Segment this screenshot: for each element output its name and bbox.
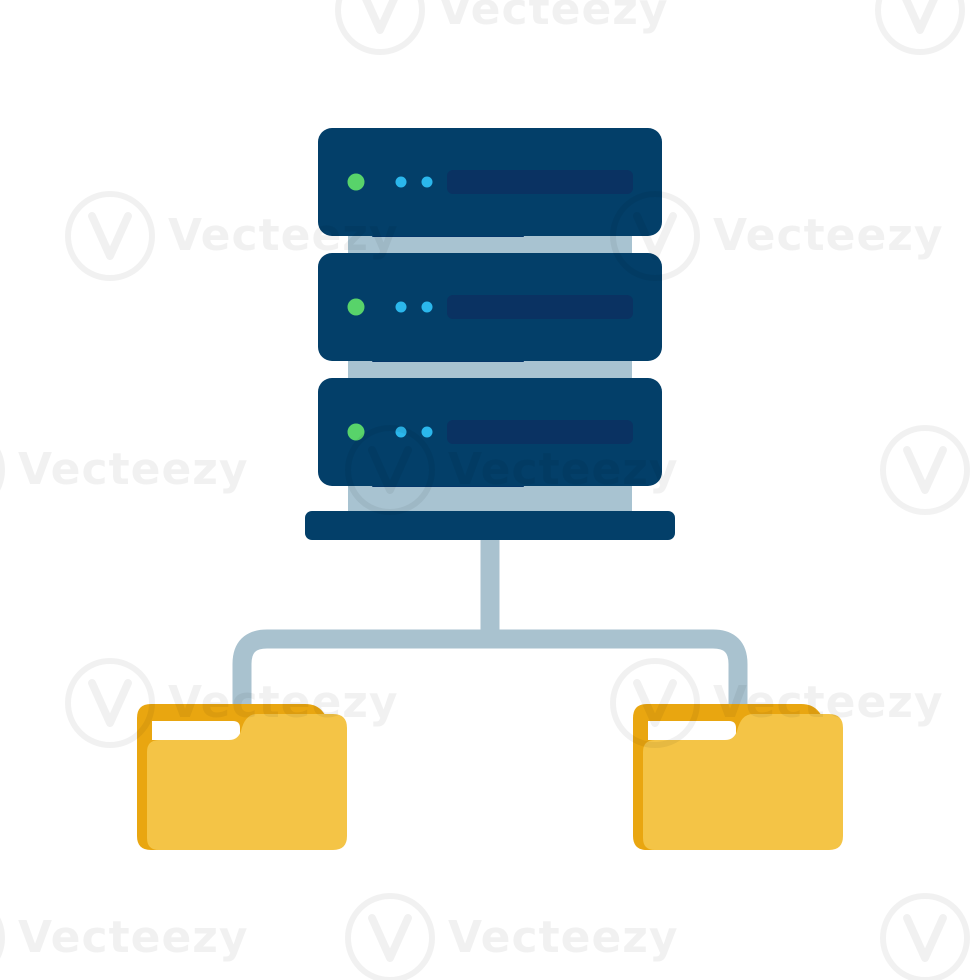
folders-group bbox=[137, 704, 843, 850]
network-connector-icon bbox=[232, 540, 748, 708]
watermark-logo-ring bbox=[65, 191, 155, 281]
watermark-text: Vecteezy bbox=[713, 677, 944, 728]
watermark-text: Vecteezy bbox=[18, 444, 249, 495]
watermark-text: Vecteezy bbox=[448, 444, 679, 495]
folder-icon bbox=[137, 704, 347, 850]
watermark-mark: Vecteezy bbox=[65, 191, 399, 281]
folder-paper bbox=[152, 721, 240, 740]
drive-slot bbox=[447, 420, 633, 444]
watermark-logo-v bbox=[368, 446, 412, 494]
power-led bbox=[347, 173, 365, 191]
watermark-logo-ring bbox=[345, 425, 435, 515]
watermark-mark: Vecteezy bbox=[345, 893, 679, 980]
server-unit-2 bbox=[318, 253, 662, 362]
power-led bbox=[347, 298, 365, 316]
watermark-logo-ring bbox=[335, 0, 425, 55]
watermark-logo-ring bbox=[345, 893, 435, 980]
watermark-logo-v bbox=[88, 679, 132, 727]
watermark-logo-v bbox=[368, 914, 412, 962]
watermark-logo-ring bbox=[65, 658, 155, 748]
watermark-mark: Vecteezy bbox=[0, 444, 249, 495]
watermark-mark: Vecteezy bbox=[345, 425, 679, 515]
watermark-logo-ring bbox=[880, 425, 970, 515]
folder-front bbox=[147, 714, 347, 850]
connector-branch bbox=[232, 629, 748, 708]
watermark-logo-v bbox=[903, 914, 947, 962]
watermark-logo-v bbox=[362, 0, 398, 34]
watermark-text: Vecteezy bbox=[438, 0, 669, 35]
watermark-logo-ring bbox=[875, 0, 965, 55]
watermark-logo-ring bbox=[610, 658, 700, 748]
watermark-logo-v bbox=[88, 212, 132, 260]
power-led bbox=[347, 423, 365, 441]
server-unit-3 bbox=[318, 378, 662, 487]
activity-led bbox=[395, 176, 407, 188]
watermark-logo-ring bbox=[0, 449, 5, 491]
activity-led bbox=[395, 426, 407, 438]
watermark-mark: Vecteezy bbox=[335, 0, 669, 55]
watermark-text: Vecteezy bbox=[713, 210, 944, 261]
watermark-mark: Vecteezy bbox=[65, 658, 399, 748]
watermark-mark: Vecteezy bbox=[0, 912, 249, 963]
watermark-mark: Vecteezy bbox=[610, 191, 944, 281]
drive-slot bbox=[447, 170, 633, 194]
server-rack-icon bbox=[305, 128, 675, 540]
watermark-mark: Vecteezy bbox=[610, 658, 944, 748]
rack-base bbox=[305, 511, 675, 540]
watermark-logo-ring bbox=[610, 191, 700, 281]
activity-led bbox=[421, 176, 433, 188]
watermark-logo-ring bbox=[880, 893, 970, 980]
watermark-text: Vecteezy bbox=[168, 677, 399, 728]
server-unit-1 bbox=[318, 128, 662, 237]
watermark-logo-v bbox=[633, 679, 677, 727]
watermark-logo-v bbox=[633, 212, 677, 260]
activity-led bbox=[421, 301, 433, 313]
watermark-logo-v bbox=[903, 446, 947, 494]
watermark-mark: Vecteezy bbox=[880, 893, 970, 980]
activity-led bbox=[395, 301, 407, 313]
watermark-logo-ring bbox=[0, 917, 5, 959]
watermark-text: Vecteezy bbox=[448, 912, 679, 963]
watermark-text: Vecteezy bbox=[978, 0, 980, 35]
watermark-logo-v bbox=[902, 0, 938, 34]
watermark-text: Vecteezy bbox=[18, 912, 249, 963]
watermark-mark: Vecteezy bbox=[880, 425, 970, 515]
folder-icon bbox=[633, 704, 843, 850]
folder-paper bbox=[648, 721, 736, 740]
watermark-mark: Vecteezy bbox=[875, 0, 980, 55]
activity-led bbox=[421, 426, 433, 438]
drive-slot bbox=[447, 295, 633, 319]
folder-front bbox=[643, 714, 843, 850]
watermark-text: Vecteezy bbox=[168, 210, 399, 261]
